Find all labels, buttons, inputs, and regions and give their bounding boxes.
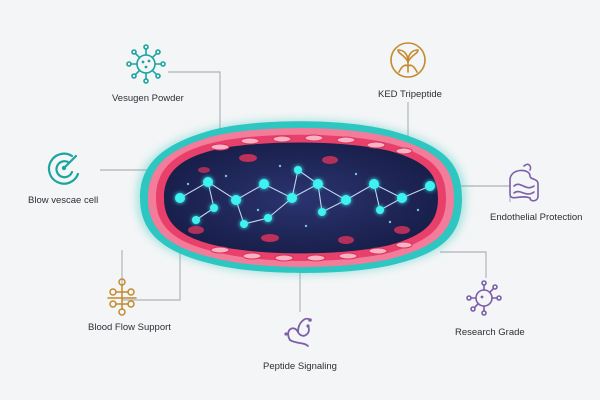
leader-vesugen (168, 71, 221, 132)
plant-seed-icon (390, 42, 426, 78)
leader-bloodflow (121, 248, 181, 301)
leader-research (440, 251, 487, 278)
tendril-icon (284, 317, 312, 347)
wave-vessel-icon (509, 163, 539, 202)
label-blood-flow-support: Blood Flow Support (88, 322, 171, 333)
label-endothelial-protection: Endothelial Protection (490, 212, 583, 223)
microbe-icon (466, 280, 502, 316)
virus-icon (126, 44, 166, 84)
label-blow-vescae-cell: Blow vescae cell (28, 195, 99, 206)
vessel-lumen (164, 142, 438, 254)
label-ked-tripeptide: KED Tripeptide (378, 89, 442, 100)
target-icon (47, 152, 80, 185)
label-vesugen-powder: Vesugen Powder (112, 93, 184, 104)
molecule-icon (107, 278, 137, 316)
red-blood-cells (188, 154, 410, 244)
label-peptide-signaling: Peptide Signaling (263, 361, 337, 372)
leader-lines (100, 71, 511, 312)
label-research-grade: Research Grade (455, 327, 525, 338)
sparkles (186, 164, 420, 228)
wall-cells (210, 134, 413, 262)
peptide-chain-nodes (175, 166, 435, 228)
blood-vessel (136, 119, 466, 275)
